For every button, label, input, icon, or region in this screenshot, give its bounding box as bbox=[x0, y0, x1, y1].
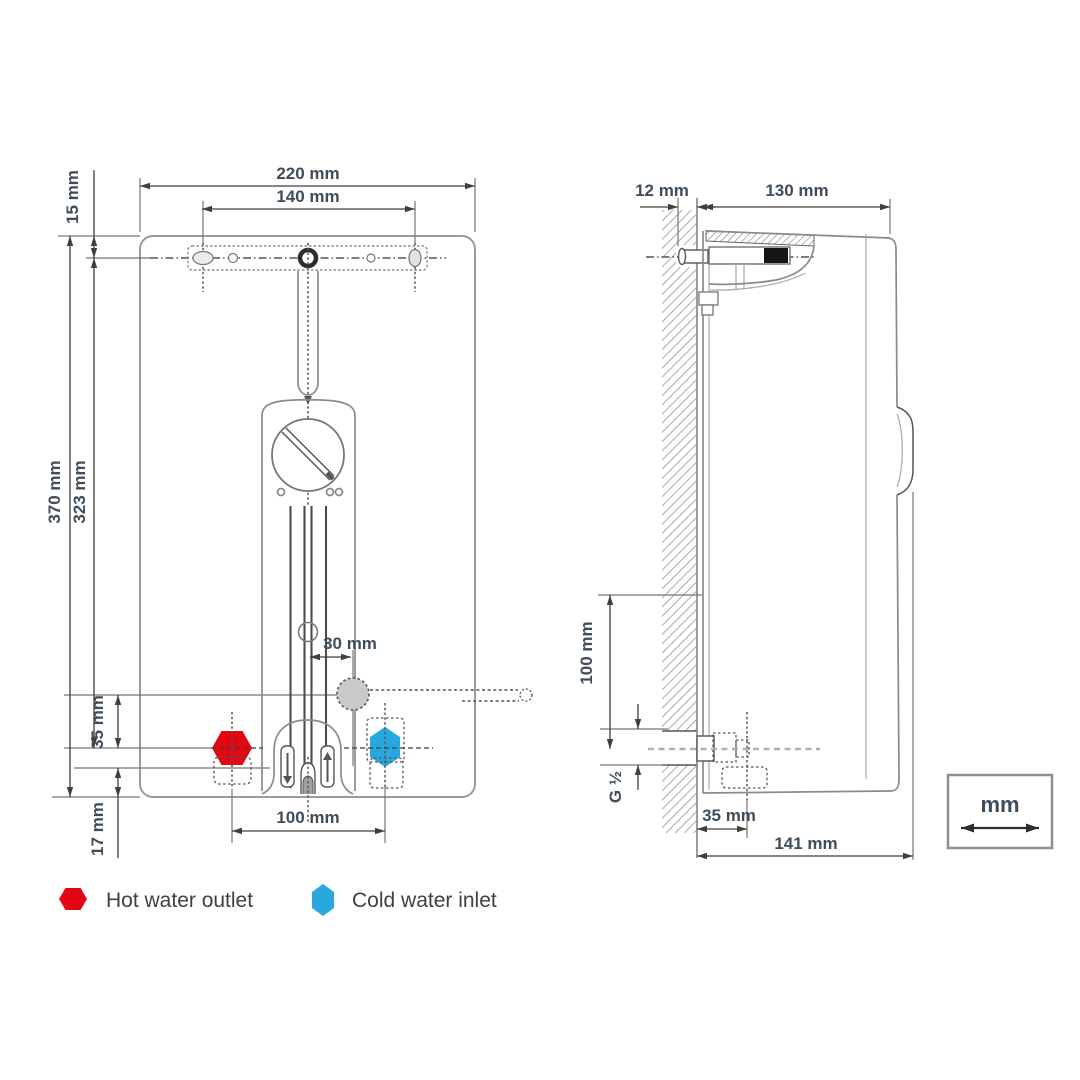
knob-mark-right2 bbox=[334, 487, 344, 497]
screw-washer bbox=[677, 247, 687, 266]
fairing-curve-2 bbox=[709, 272, 806, 291]
dim-body-depth: 130 mm bbox=[765, 181, 828, 200]
internal-pipes bbox=[289, 506, 328, 788]
dim-top-to-bracket: 15 mm bbox=[63, 170, 82, 224]
bracket-outline bbox=[187, 245, 428, 271]
fairing-curve-1 bbox=[708, 245, 815, 286]
manifold-center-dome bbox=[302, 775, 314, 794]
side-knob-bump bbox=[896, 406, 914, 496]
dim-electrical-offset: 30 mm bbox=[323, 634, 377, 653]
knob-mark-right1 bbox=[325, 487, 335, 497]
dim-overall-width: 220 mm bbox=[276, 164, 339, 183]
device-top-line bbox=[705, 230, 891, 239]
dim-wall-finish: 12 mm bbox=[635, 181, 689, 200]
unit-box-label: mm bbox=[980, 792, 1019, 817]
side-view: 12 mm 130 mm bbox=[577, 181, 914, 860]
manifold-outline bbox=[261, 719, 354, 795]
hot-legend-label: Hot water outlet bbox=[106, 889, 253, 912]
device-bottom-line bbox=[702, 790, 892, 794]
bracket-hole-small-right bbox=[366, 253, 376, 263]
mounting-screw bbox=[683, 249, 709, 264]
dim-pipe-offset: 35 mm bbox=[702, 806, 756, 825]
front-face-upper bbox=[885, 237, 898, 408]
dim-overall-height: 370 mm bbox=[45, 460, 64, 523]
inner-panel bbox=[261, 398, 356, 791]
cold-pipe-stub-dashed bbox=[369, 757, 404, 789]
dim-water-spacing: 100 mm bbox=[276, 808, 339, 827]
legend: Hot water outlet Cold water inlet bbox=[59, 884, 497, 916]
dim-pipe-height: 100 mm bbox=[577, 621, 596, 684]
dim-electrical-to-water: 35 mm bbox=[88, 695, 107, 749]
bracket-hole-small-left bbox=[227, 252, 239, 264]
knob-bar-2 bbox=[281, 431, 331, 481]
front-face-lower bbox=[889, 494, 900, 792]
unit-box-frame bbox=[946, 773, 1054, 850]
fitting-dashed-1 bbox=[712, 732, 737, 763]
fitting-dashed-3 bbox=[721, 766, 768, 789]
dim-bracket-to-connections: 323 mm bbox=[70, 460, 89, 523]
pipe-joint-circle bbox=[297, 621, 319, 643]
cable-slot bbox=[297, 271, 319, 396]
electrical-cable-loop bbox=[519, 688, 533, 702]
dim-overall-depth: 141 mm bbox=[774, 834, 837, 853]
pipe-manifold bbox=[261, 719, 354, 823]
electrical-connection-circle bbox=[336, 677, 370, 711]
bracket-slot-left bbox=[192, 250, 214, 266]
bracket-foot-1 bbox=[698, 291, 719, 306]
knob-bar-1 bbox=[285, 427, 335, 477]
cold-legend-label: Cold water inlet bbox=[352, 889, 497, 912]
knob-dial bbox=[271, 418, 345, 492]
down-arrow-icon bbox=[283, 776, 292, 784]
side-knob-bump-arc bbox=[896, 413, 903, 488]
dim-bracket-holes: 140 mm bbox=[276, 187, 339, 206]
bracket-foot-2 bbox=[701, 304, 714, 316]
up-arrow-icon bbox=[323, 752, 332, 760]
hot-pipe-stub-dashed bbox=[213, 756, 252, 785]
front-view: 220 mm 140 mm 370 mm 323 mm 15 mm 35 mm … bbox=[45, 164, 533, 858]
bracket-slot-right bbox=[408, 248, 422, 268]
unit-box: mm bbox=[946, 773, 1054, 850]
hot-legend-hexagon-icon bbox=[59, 888, 87, 910]
knob-bar-end bbox=[325, 471, 335, 481]
control-knob bbox=[271, 418, 345, 497]
dim-pipe-thread: G ½ bbox=[606, 771, 625, 803]
knob-mark-left bbox=[276, 487, 286, 497]
bracket-clip-black bbox=[764, 248, 788, 263]
dim-connection-to-bottom: 17 mm bbox=[88, 802, 107, 856]
cold-legend-hexagon-icon bbox=[312, 884, 334, 916]
